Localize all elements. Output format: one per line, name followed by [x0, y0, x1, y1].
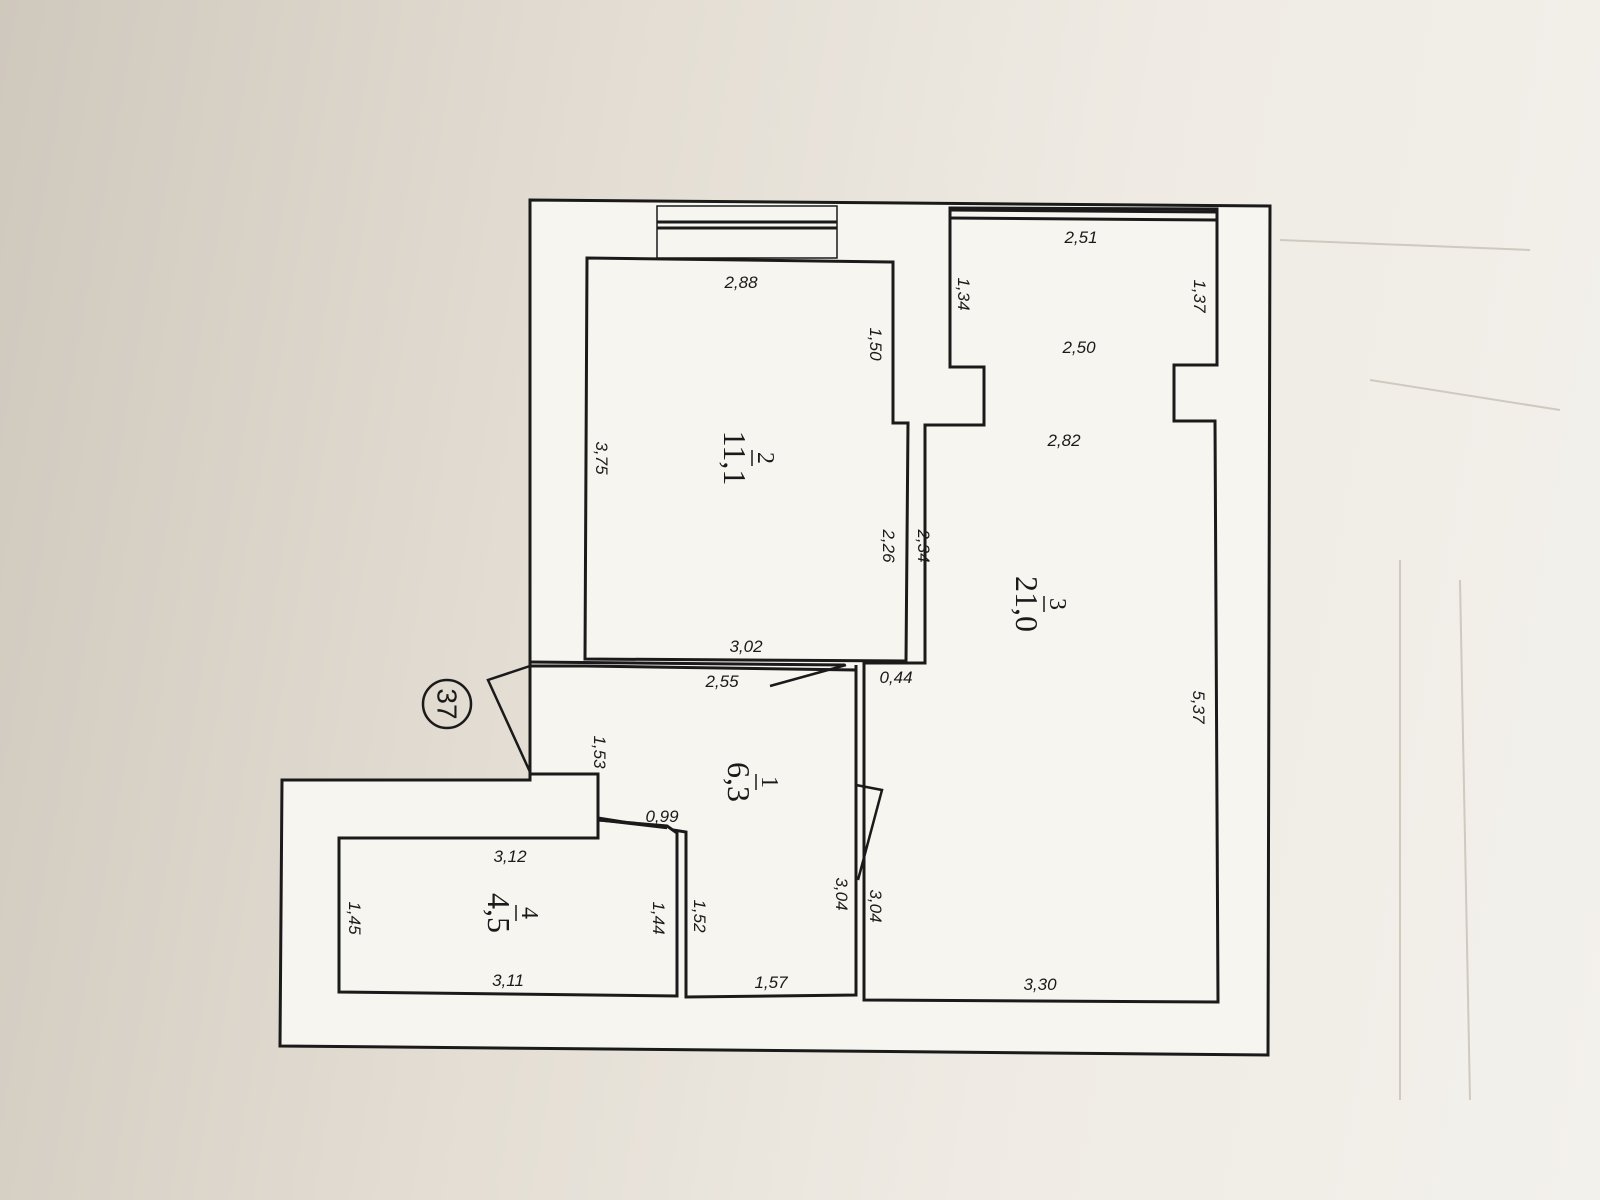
dim-r4-bottom: 3,11: [492, 971, 524, 990]
dim-r1-left-lower: 1,52: [690, 899, 709, 933]
dim-r4-left: 1,45: [345, 901, 364, 935]
dim-r3-top: 2,51: [1063, 228, 1097, 247]
dim-r2-left: 3,75: [592, 441, 611, 475]
room-2-area: 11,1: [717, 431, 753, 486]
dim-r1-left: 1,53: [590, 735, 609, 769]
room-4-outline: [337, 818, 679, 998]
dim-r3-left-upper: 1,34: [954, 277, 973, 310]
wall-r2-r1: [529, 660, 846, 667]
room-2-number: 2: [752, 452, 778, 464]
room-1-area: 6,3: [721, 762, 757, 802]
room-4-number: 4: [516, 907, 542, 919]
dim-r1-notch: 0,99: [645, 807, 679, 826]
apartment-number: 37: [432, 688, 463, 719]
room-1-label: 1 6,3: [721, 762, 782, 802]
dim-r3-left-bottom: 3,04: [866, 889, 885, 922]
dim-r3-left-lower: 0,44: [879, 668, 912, 687]
dim-r3-right: 5,37: [1189, 690, 1208, 724]
dim-r4-top: 3,12: [493, 847, 527, 866]
dim-r1-bottom: 1,57: [754, 973, 788, 992]
dim-r3-bottom: 3,30: [1023, 975, 1057, 994]
room-2-label: 2 11,1: [717, 431, 778, 486]
paper-texture: [1279, 239, 1561, 1101]
room-2-outline: [583, 256, 910, 663]
dim-r3-right-upper: 1,37: [1190, 279, 1209, 313]
room-3-number: 3: [1044, 598, 1070, 610]
dim-r2-top: 2,88: [723, 273, 758, 292]
dim-r2-bottom: 3,02: [729, 637, 763, 656]
door-room-3: [855, 783, 884, 881]
room-4-label: 4 4,5: [481, 893, 542, 933]
room-4-area: 4,5: [481, 893, 517, 933]
entrance-door: [486, 664, 532, 773]
dimension-labels: 2,88 1,50 3,75 2,26 3,02 2,51 1,34 1,37 …: [345, 228, 1209, 994]
dim-r2-right-lower: 2,26: [879, 528, 898, 563]
apartment-number-circle: [421, 678, 473, 730]
room-3-outline: [862, 206, 1220, 1004]
door-room-4: [597, 818, 668, 830]
dim-r3-left-mid: 2,34: [914, 528, 933, 562]
dim-r4-right: 1,44: [649, 901, 668, 934]
dim-r2-right-upper: 1,50: [866, 327, 885, 361]
dim-r1-right-lower: 3,04: [832, 877, 851, 910]
dim-r3-mid-lower: 2,82: [1046, 431, 1081, 450]
room-3-label: 3 21,0: [1009, 576, 1070, 632]
window-room-2: [656, 205, 838, 259]
window-room-3: [949, 208, 1218, 222]
door-room-2: [769, 663, 847, 688]
dim-r1-top: 2,55: [704, 672, 739, 691]
room-3-area: 21,0: [1009, 576, 1045, 632]
dim-r3-mid-upper: 2,50: [1061, 338, 1096, 357]
room-1-number: 1: [756, 776, 782, 788]
